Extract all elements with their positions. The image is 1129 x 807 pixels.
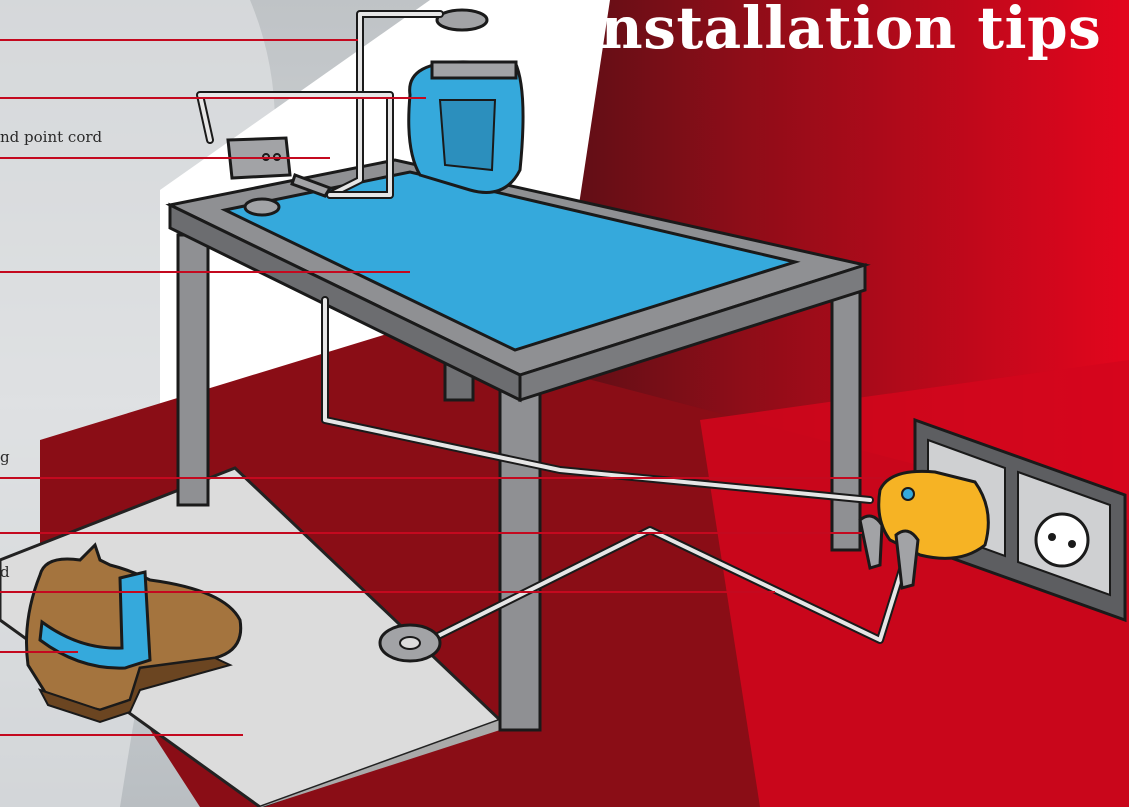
ground-snap-top [437,10,487,30]
ground-snap-mat [245,199,279,215]
table-leg-front-right [500,390,540,730]
table-leg-back-right [832,285,860,550]
wrist-strap-clamp [432,62,516,78]
page-title: installation tips [578,0,1101,62]
label-fragment-d: d [0,563,10,581]
label-fragment-g: g [0,448,10,466]
table-leg-front-left [178,235,208,505]
label-ground-point-cord: nd point cord [0,128,102,146]
